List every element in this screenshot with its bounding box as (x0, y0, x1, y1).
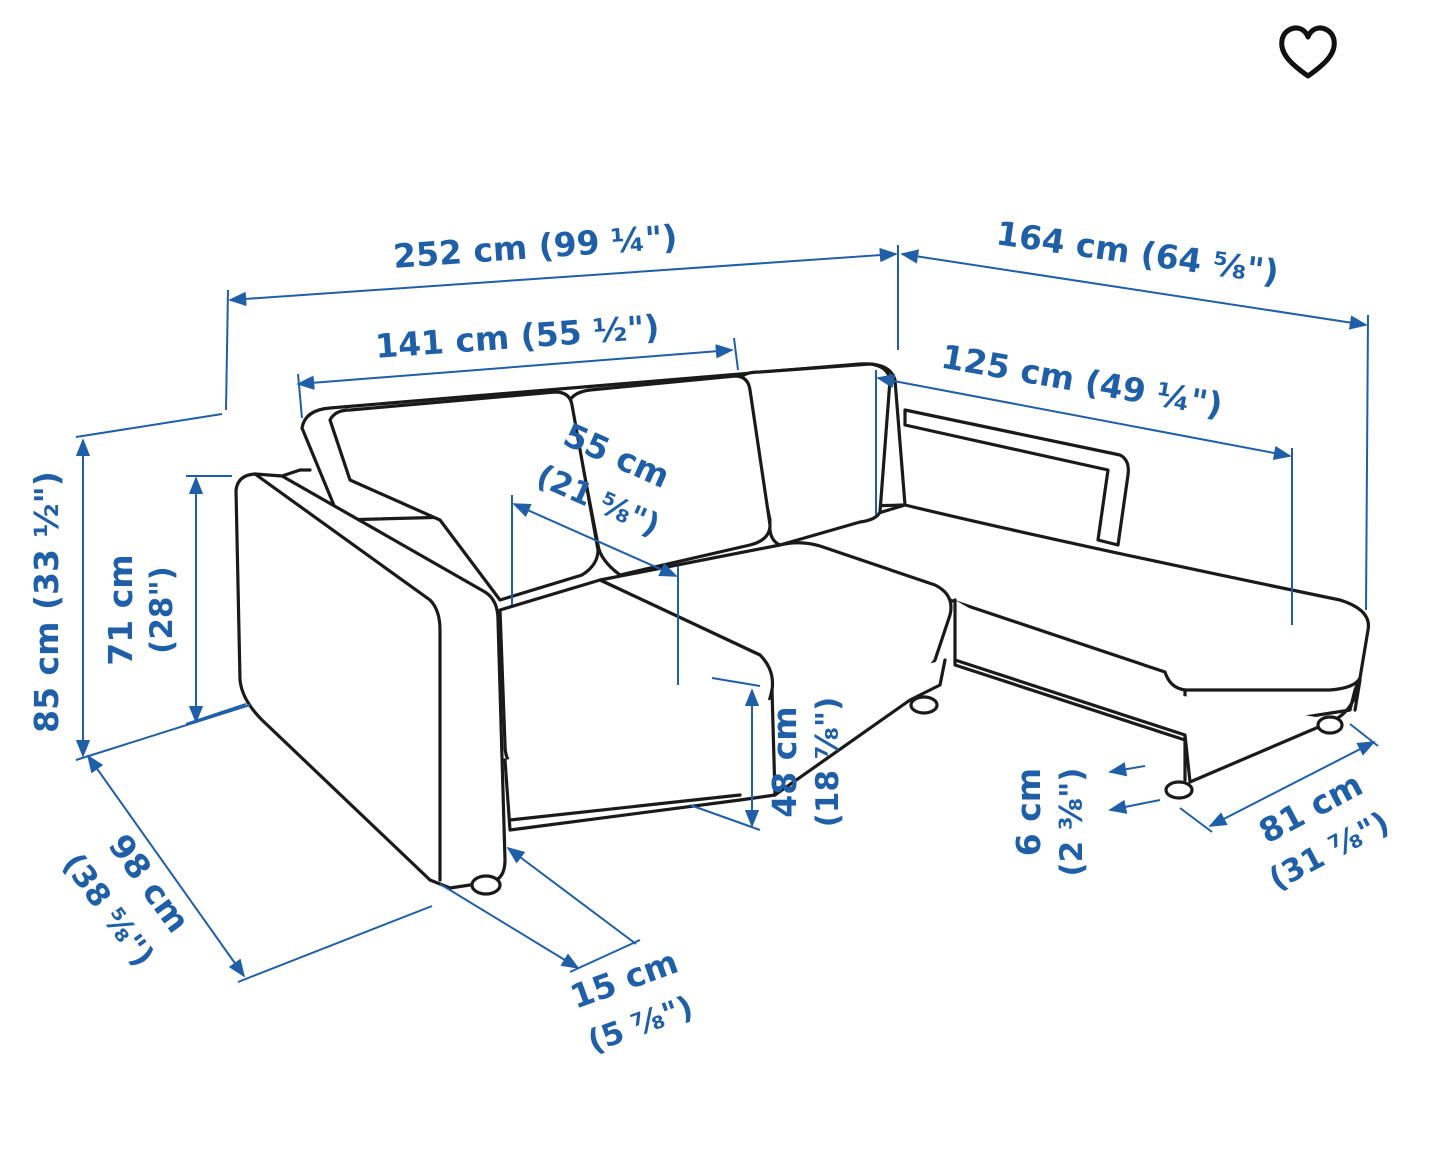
label-seat-width: 141 cm (55 ½") (374, 307, 661, 366)
leg-front-left (470, 874, 502, 896)
dim-line-total-depth (86, 754, 246, 978)
sofa-drawing (234, 362, 1371, 896)
dim-line-chaise-width (1208, 741, 1376, 827)
heart-outline-icon (1279, 25, 1337, 79)
back-cushion-right (738, 362, 892, 547)
leg-chaise-back (1316, 715, 1344, 735)
back-cushion-middle (568, 374, 772, 577)
dimension-lines (75, 245, 1379, 983)
leg-middle (909, 695, 939, 715)
dim-line-chaise-length (900, 249, 1368, 330)
label-seat-height-cm: 48 cm (765, 706, 804, 817)
dim-line-chaise-seat (876, 373, 1292, 461)
dim-line-armrest-width (506, 846, 637, 945)
label-chaise-length: 164 cm (64 ⅝") (994, 213, 1281, 291)
label-armrest-height-cm: 71 cm (101, 554, 140, 665)
label-armrest-height-in: (28") (144, 566, 180, 654)
label-leg-height-cm: 6 cm (1009, 768, 1048, 856)
dim-line-leg-height (1108, 762, 1146, 777)
dim-line-seat-width (296, 344, 734, 390)
dim-line-seat-depth (512, 503, 678, 577)
favorite-button[interactable] (1274, 18, 1342, 86)
dim-line-total-width (228, 247, 898, 307)
label-chaise-seat-length: 125 cm (49 ¼") (938, 337, 1225, 425)
label-total-height: 85 cm (33 ½") (27, 471, 66, 733)
label-seat-height-in: (18 ⅞") (810, 697, 846, 828)
label-total-width: 252 cm (99 ¼") (392, 217, 679, 276)
leg-chaise-front (1164, 780, 1194, 800)
left-armrest (234, 472, 507, 890)
label-leg-height-in: (2 ⅜") (1054, 768, 1090, 877)
